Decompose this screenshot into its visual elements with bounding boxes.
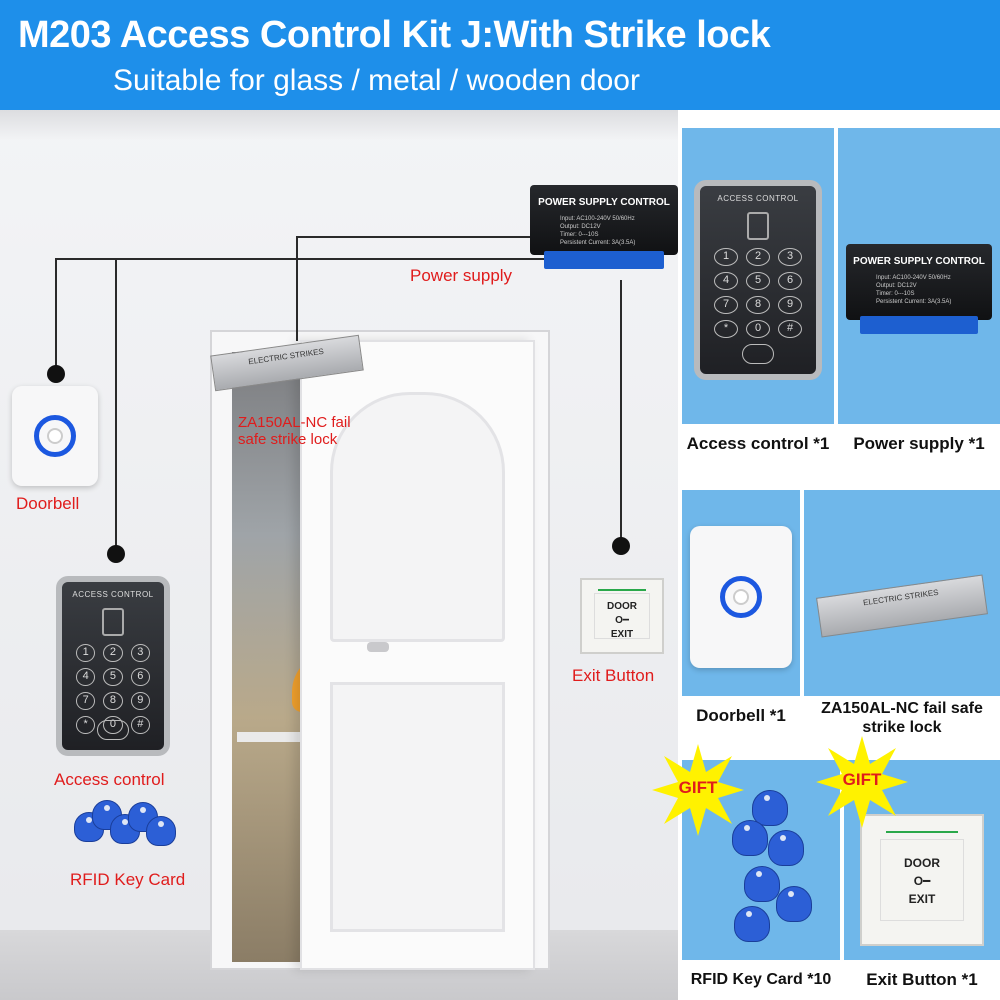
starburst-icon — [652, 744, 744, 836]
panel-exit-button: DOOR O━ EXIT Exit Button *1 — [844, 760, 1000, 1000]
room-table — [237, 732, 327, 742]
doorbell-label: Doorbell — [16, 494, 80, 513]
panel-caption: Exit Button *1 — [844, 960, 1000, 1000]
wire-doorbell-h — [55, 258, 545, 260]
doorbell-device — [12, 386, 98, 486]
panel-caption: ZA150AL-NC fail safe strike lock — [804, 696, 1000, 736]
header-banner: M203 Access Control Kit J:With Strike lo… — [0, 0, 1000, 110]
page-title: M203 Access Control Kit J:With Strike lo… — [18, 14, 771, 56]
power-supply-label: Power supply — [410, 266, 513, 285]
panel-access-control: ACCESS CONTROL 1 2 3 4 5 6 7 8 9 * 0 # A… — [682, 128, 834, 464]
panel-caption: RFID Key Card *10 — [682, 960, 840, 1000]
door-handle — [367, 642, 389, 652]
power-supply-product: POWER SUPPLY CONTROL Input: AC100-240V 5… — [846, 244, 992, 334]
strike-lock-product: ELECTRIC STRIKES — [816, 574, 988, 638]
exit-button-product: DOOR O━ EXIT — [860, 814, 984, 946]
rfid-card-icon — [146, 816, 176, 846]
wall-shade — [0, 110, 678, 140]
exit-button-device: DOOR O━ EXIT — [580, 578, 664, 654]
wire-doorbell-v — [55, 258, 57, 368]
rfid-cards-cluster — [722, 790, 822, 950]
rfid-card-icon — [752, 790, 788, 826]
rfid-label: RFID Key Card — [70, 870, 186, 889]
starburst-icon — [816, 736, 908, 828]
panel-caption: Doorbell *1 — [682, 696, 800, 736]
panel-strike-lock: ELECTRIC STRIKES ZA150AL-NC fail safe st… — [804, 490, 1000, 736]
gift-badge: GIFT — [650, 742, 746, 838]
doorbell-ring-icon — [34, 415, 76, 457]
door-panel-top — [330, 392, 505, 642]
exit-button-label: Exit Button — [572, 666, 655, 685]
rfid-reader-icon — [102, 608, 124, 636]
door-panel-bottom — [330, 682, 505, 932]
key-icon: O━ — [913, 874, 931, 889]
exit-connector-dot — [612, 537, 630, 555]
psu-specs: Input: AC100-240V 50/60Hz Output: DC12V … — [560, 216, 636, 246]
gift-badge: GIFT — [814, 734, 910, 830]
strike-lock-label: ZA150AL-NC fail safe strike lock — [238, 414, 351, 448]
door-leaf — [300, 340, 535, 970]
wire-exit-v — [620, 280, 622, 540]
panel-caption: Access control *1 — [682, 424, 834, 464]
rfid-card-icon — [734, 906, 770, 942]
wire-strike-v — [296, 236, 298, 341]
rfid-card-icon — [732, 820, 768, 856]
panel-power-supply: POWER SUPPLY CONTROL Input: AC100-240V 5… — [838, 128, 1000, 464]
keypad-bell-icon — [97, 720, 129, 740]
keypad-grid: 1 2 3 4 5 6 7 8 9 * 0 # — [76, 644, 150, 734]
doorbell-connector-dot — [47, 365, 65, 383]
rfid-card-icon — [768, 830, 804, 866]
access-control-label: Access control — [54, 770, 165, 789]
doorbell-ring-icon — [720, 576, 762, 618]
doorbell-product — [690, 526, 792, 668]
power-supply-unit: POWER SUPPLY CONTROL Input: AC100-240V 5… — [530, 185, 678, 269]
key-icon: O━ — [615, 614, 629, 626]
access-control-keypad: ACCESS CONTROL 1 2 3 4 5 6 7 8 9 * 0 # — [56, 576, 170, 756]
wire-keypad-h — [115, 258, 117, 550]
psu-terminal-block — [544, 251, 664, 269]
psu-title: POWER SUPPLY CONTROL — [538, 197, 670, 208]
rfid-cards-cluster — [74, 800, 184, 860]
psu-terminal-block — [860, 316, 978, 334]
rfid-card-icon — [776, 886, 812, 922]
page-subtitle: Suitable for glass / metal / wooden door — [113, 64, 640, 97]
keypad-connector-dot — [107, 545, 125, 563]
panel-doorbell: Doorbell *1 — [682, 490, 800, 736]
keypad-grid: 1 2 3 4 5 6 7 8 9 * 0 # — [714, 248, 802, 338]
rfid-card-icon — [744, 866, 780, 902]
access-control-keypad-product: ACCESS CONTROL 1 2 3 4 5 6 7 8 9 * 0 # — [694, 180, 822, 380]
keypad-bell-icon — [742, 344, 774, 364]
rfid-reader-icon — [747, 212, 769, 240]
wire-strike-h — [296, 236, 531, 238]
panel-caption: Power supply *1 — [838, 424, 1000, 464]
